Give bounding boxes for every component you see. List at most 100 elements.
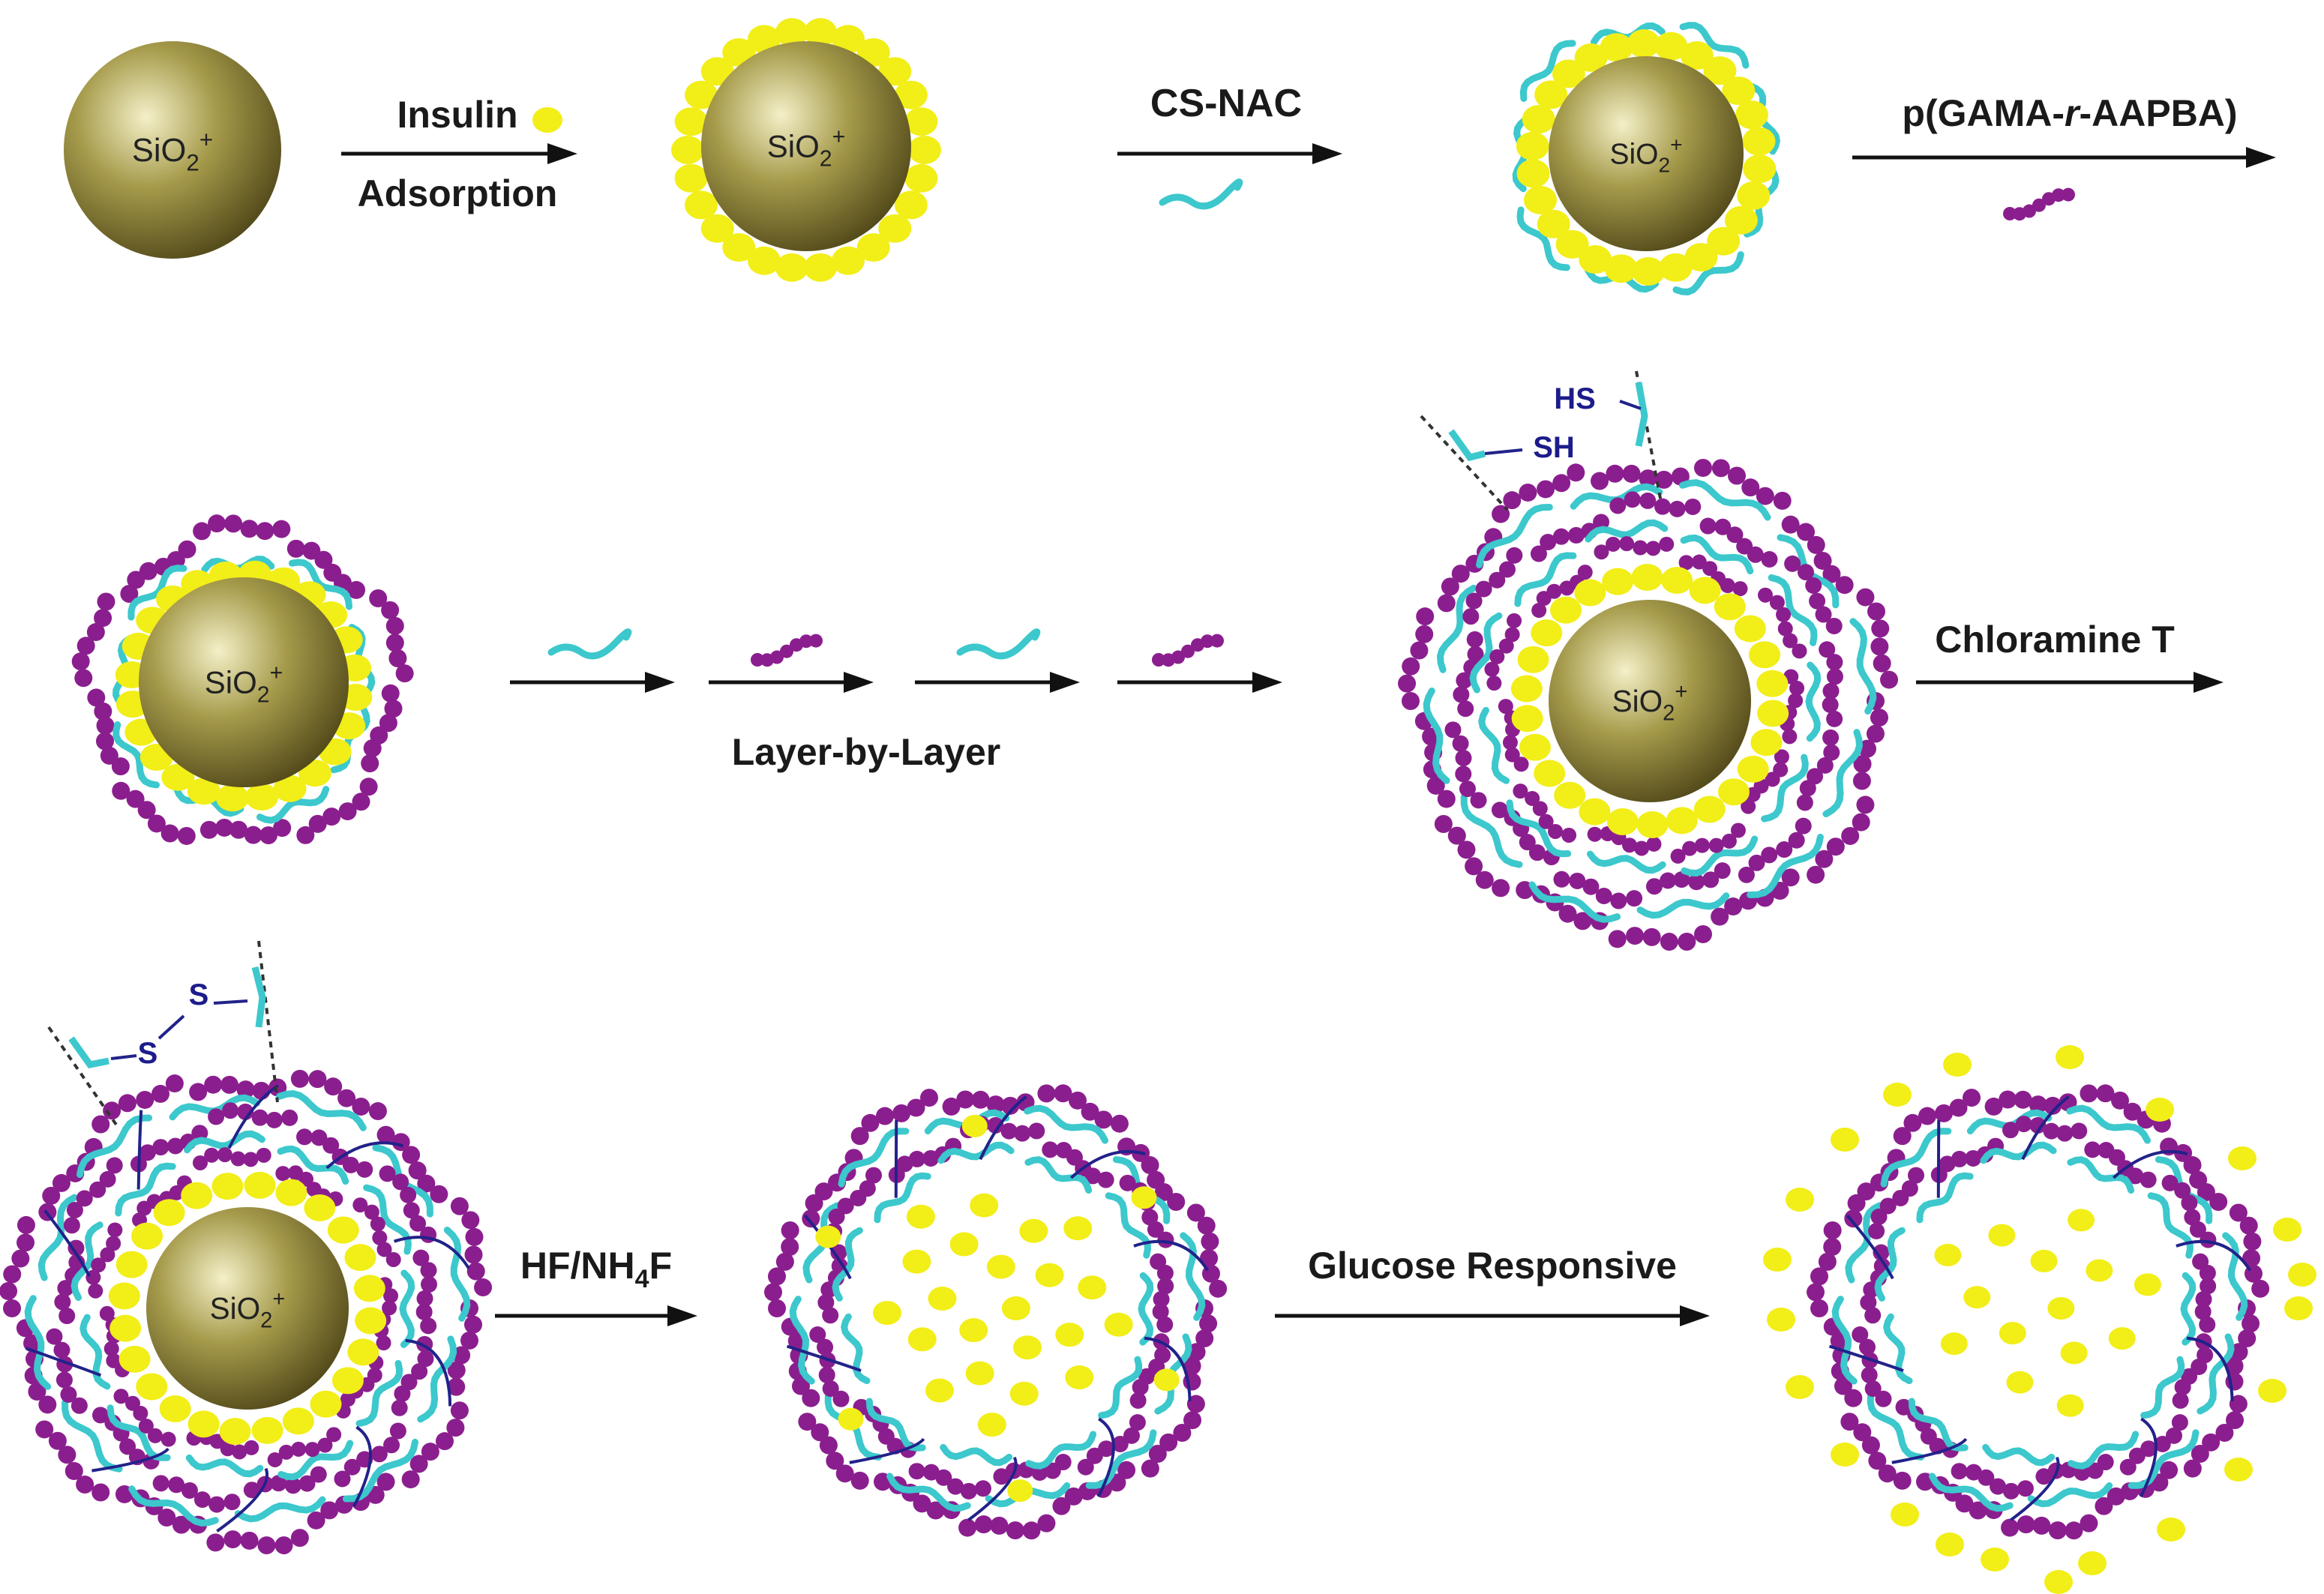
polymer-bead — [1077, 1458, 1094, 1476]
insulin-molecule — [219, 1418, 251, 1446]
crosslink-bond — [2176, 1239, 2252, 1272]
insulin-molecule — [1717, 778, 1750, 806]
polymer-bead — [1567, 463, 1585, 482]
lbl-cs-nac-reagent-2 — [956, 628, 1041, 660]
cs-nac-chain — [76, 1114, 153, 1179]
polymer-bead — [1537, 480, 1555, 499]
insulin-molecule — [1019, 1218, 1048, 1243]
cs-nac-chain — [1883, 1313, 1913, 1385]
polymer-bead — [1870, 709, 1888, 727]
polymer-bead — [2242, 1249, 2261, 1268]
polymer-bead — [1861, 1366, 1878, 1383]
polymer-bead — [1783, 633, 1798, 649]
polymer-bead — [2194, 1303, 2212, 1320]
polymer-bead — [2107, 1487, 2125, 1506]
polymer-chain — [130, 1125, 208, 1173]
polymer-bead — [1949, 1098, 1968, 1117]
insulin-molecule — [674, 107, 708, 136]
polymer-bead — [411, 1363, 428, 1380]
polymer-bead — [160, 1431, 176, 1447]
polymer-bead — [223, 1494, 241, 1511]
polymer-bead — [2123, 1102, 2142, 1121]
insulin-molecule — [1963, 1286, 1991, 1309]
polymer-bead — [1606, 536, 1621, 552]
polymer-chain — [286, 539, 366, 599]
insulin-molecule — [1511, 705, 1543, 733]
polymer-bead — [272, 520, 291, 538]
polymer-bead — [420, 1262, 437, 1279]
cs-nac-chain — [399, 1269, 415, 1348]
insulin-molecule — [1936, 1533, 1964, 1557]
polymer-bead — [1022, 1521, 1041, 1540]
polymer-bead — [908, 1150, 925, 1167]
polymer-bead — [1148, 1444, 1167, 1463]
cs-nac-label: CS-NAC — [1150, 82, 1302, 125]
insulin-molecule — [904, 163, 938, 193]
polymer-bead — [1437, 790, 1456, 808]
polymer-chain — [1491, 801, 1560, 866]
insulin-molecule — [1035, 1263, 1064, 1287]
cs-nac-chain — [865, 1398, 926, 1452]
polymer-bead — [987, 1116, 1004, 1134]
encapsulated-insulin — [1934, 1209, 2161, 1417]
polymer-chain — [87, 688, 130, 776]
polymer-bead — [256, 1147, 271, 1163]
polymer-chain — [1398, 607, 1435, 710]
insulin-molecule — [2078, 1551, 2107, 1575]
polymer-bead — [447, 1361, 466, 1380]
polymer-bead — [2095, 1497, 2113, 1515]
polymer-bead — [1037, 1084, 1056, 1103]
insulin-molecule — [310, 1390, 342, 1418]
polymer-bead — [2183, 1156, 2202, 1175]
cs-nac-chain — [79, 1314, 111, 1390]
arrow-head — [1050, 672, 1080, 693]
insulin-molecule — [1552, 59, 1585, 88]
polymer-bead — [2029, 1116, 2047, 1134]
polymer-bead — [243, 1482, 260, 1499]
polymer-bead — [1708, 837, 1724, 853]
crosslink-bond — [1828, 1344, 1904, 1372]
polymer-bead — [1978, 1469, 1995, 1486]
polymer-bead — [1782, 729, 1798, 745]
polymer-bead — [286, 539, 305, 558]
insulin-molecule — [2047, 1297, 2075, 1320]
polymer-bead — [391, 1133, 410, 1152]
cs-nac-chain — [1460, 793, 1523, 868]
polymer-chain — [113, 1389, 176, 1447]
insulin-molecule — [747, 25, 781, 54]
insulin-molecule — [1636, 810, 1669, 838]
polymer-bead — [57, 1280, 74, 1297]
particle-bare-silica: SiO2+ — [64, 41, 281, 259]
insulin-molecule — [878, 214, 912, 243]
polymer-chain — [1453, 631, 1484, 718]
cs-nac-chain — [1822, 729, 1864, 818]
polymer-bead — [2171, 1414, 2188, 1431]
hf-label-b: F — [649, 1245, 673, 1287]
polymer-bead — [1711, 459, 1730, 478]
insulin-molecule — [838, 1407, 864, 1431]
polymer-bead — [1769, 595, 1785, 610]
polymer-bead — [2084, 1141, 2101, 1158]
polymer-bead — [369, 589, 388, 608]
polymer-bead — [1816, 757, 1834, 774]
polymer-bead — [310, 1129, 328, 1146]
polymer-bead — [1694, 837, 1710, 853]
polymer-bead — [91, 1483, 110, 1502]
crosslink-bond — [136, 1110, 143, 1190]
polymer-bead — [1870, 637, 1889, 656]
polymer-bead — [137, 801, 156, 819]
insulin-molecule — [2228, 1146, 2257, 1170]
polymer-bead — [337, 1089, 356, 1107]
polymer-bead — [835, 1464, 854, 1483]
polymer-chain — [2001, 1514, 2098, 1540]
polymer-bead — [1834, 1377, 1852, 1395]
polymer-chain — [152, 1475, 241, 1513]
polymer-bead — [1822, 729, 1840, 746]
polymer-bead — [1761, 846, 1778, 864]
insulin-molecule — [775, 18, 808, 47]
core-label-sub: 2 — [1663, 702, 1675, 726]
polymer-bead — [243, 1152, 259, 1167]
polymer-bead — [383, 1288, 399, 1304]
insulin-molecule — [1735, 100, 1768, 130]
polymer-chain — [1042, 1141, 1114, 1188]
